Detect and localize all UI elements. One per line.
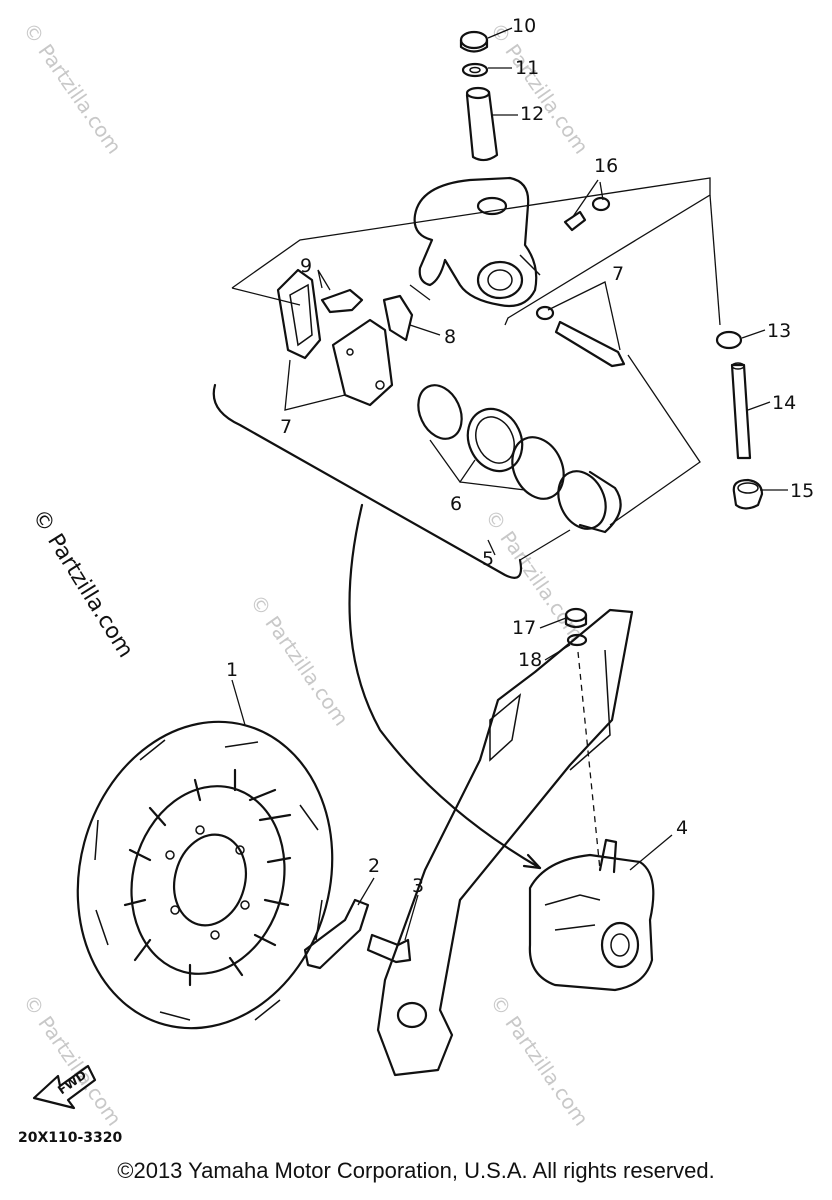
callout-14: 14 [772, 392, 796, 414]
callout-10: 10 [512, 15, 536, 37]
part-8-pad-support[interactable] [382, 294, 414, 342]
part-7-brake-pad-outer[interactable] [276, 268, 322, 360]
part-15-boot[interactable] [732, 478, 764, 510]
callout-2: 2 [368, 855, 380, 877]
callout-7-left: 7 [280, 416, 292, 438]
part-4-caliper[interactable] [528, 838, 655, 992]
part-13-washer[interactable] [715, 330, 743, 350]
routing-line [348, 503, 542, 870]
part-7-brake-pad-inner[interactable] [331, 318, 394, 407]
callout-16: 16 [594, 155, 618, 177]
exploded-box-upper [231, 177, 711, 326]
part-18-washer[interactable] [566, 633, 588, 647]
caliper-bracket[interactable] [413, 176, 541, 308]
part-6-seal-ring-3[interactable] [503, 429, 574, 507]
callout-7-right: 7 [612, 263, 624, 285]
part-6-seal-ring-1[interactable] [410, 378, 470, 446]
callout-6: 6 [450, 493, 462, 515]
diagram-code: 20X110-3320 [18, 1130, 123, 1146]
part-2-plate[interactable] [303, 898, 370, 970]
part-6-seal-ring-2[interactable] [458, 400, 532, 480]
callout-12: 12 [520, 103, 544, 125]
front-fork-leg [376, 608, 634, 1077]
part-14-shaft[interactable] [730, 362, 752, 460]
fwd-arrow-icon: FWD [32, 1064, 97, 1110]
part-1-brake-disc[interactable] [44, 693, 366, 1057]
callout-17: 17 [512, 617, 536, 639]
part-12-collar[interactable] [465, 86, 499, 162]
leader-lines [231, 27, 788, 941]
callout-8: 8 [444, 326, 456, 348]
part-7-pad-pin[interactable] [535, 305, 626, 368]
callout-11: 11 [515, 57, 539, 79]
part-10-nut[interactable] [459, 30, 489, 53]
copyright-notice: ©2013 Yamaha Motor Corporation, U.S.A. A… [117, 1158, 715, 1183]
callout-9: 9 [300, 255, 312, 277]
part-17-nut[interactable] [564, 607, 588, 629]
callout-1: 1 [226, 659, 238, 681]
part-5-piston[interactable] [549, 464, 622, 537]
exploded-box-lower [212, 383, 523, 579]
part-11-washer[interactable] [461, 62, 489, 78]
callout-18: 18 [518, 649, 542, 671]
callout-13: 13 [767, 320, 791, 342]
callout-3: 3 [412, 875, 424, 897]
fwd-label: FWD [55, 1068, 89, 1097]
part-9-pad-spring[interactable] [320, 288, 364, 314]
callout-15: 15 [790, 480, 814, 502]
part-16-bleed-screw[interactable] [563, 196, 611, 232]
callout-5: 5 [482, 548, 494, 570]
callout-4: 4 [676, 817, 688, 839]
part-3-bolt[interactable] [366, 933, 412, 964]
